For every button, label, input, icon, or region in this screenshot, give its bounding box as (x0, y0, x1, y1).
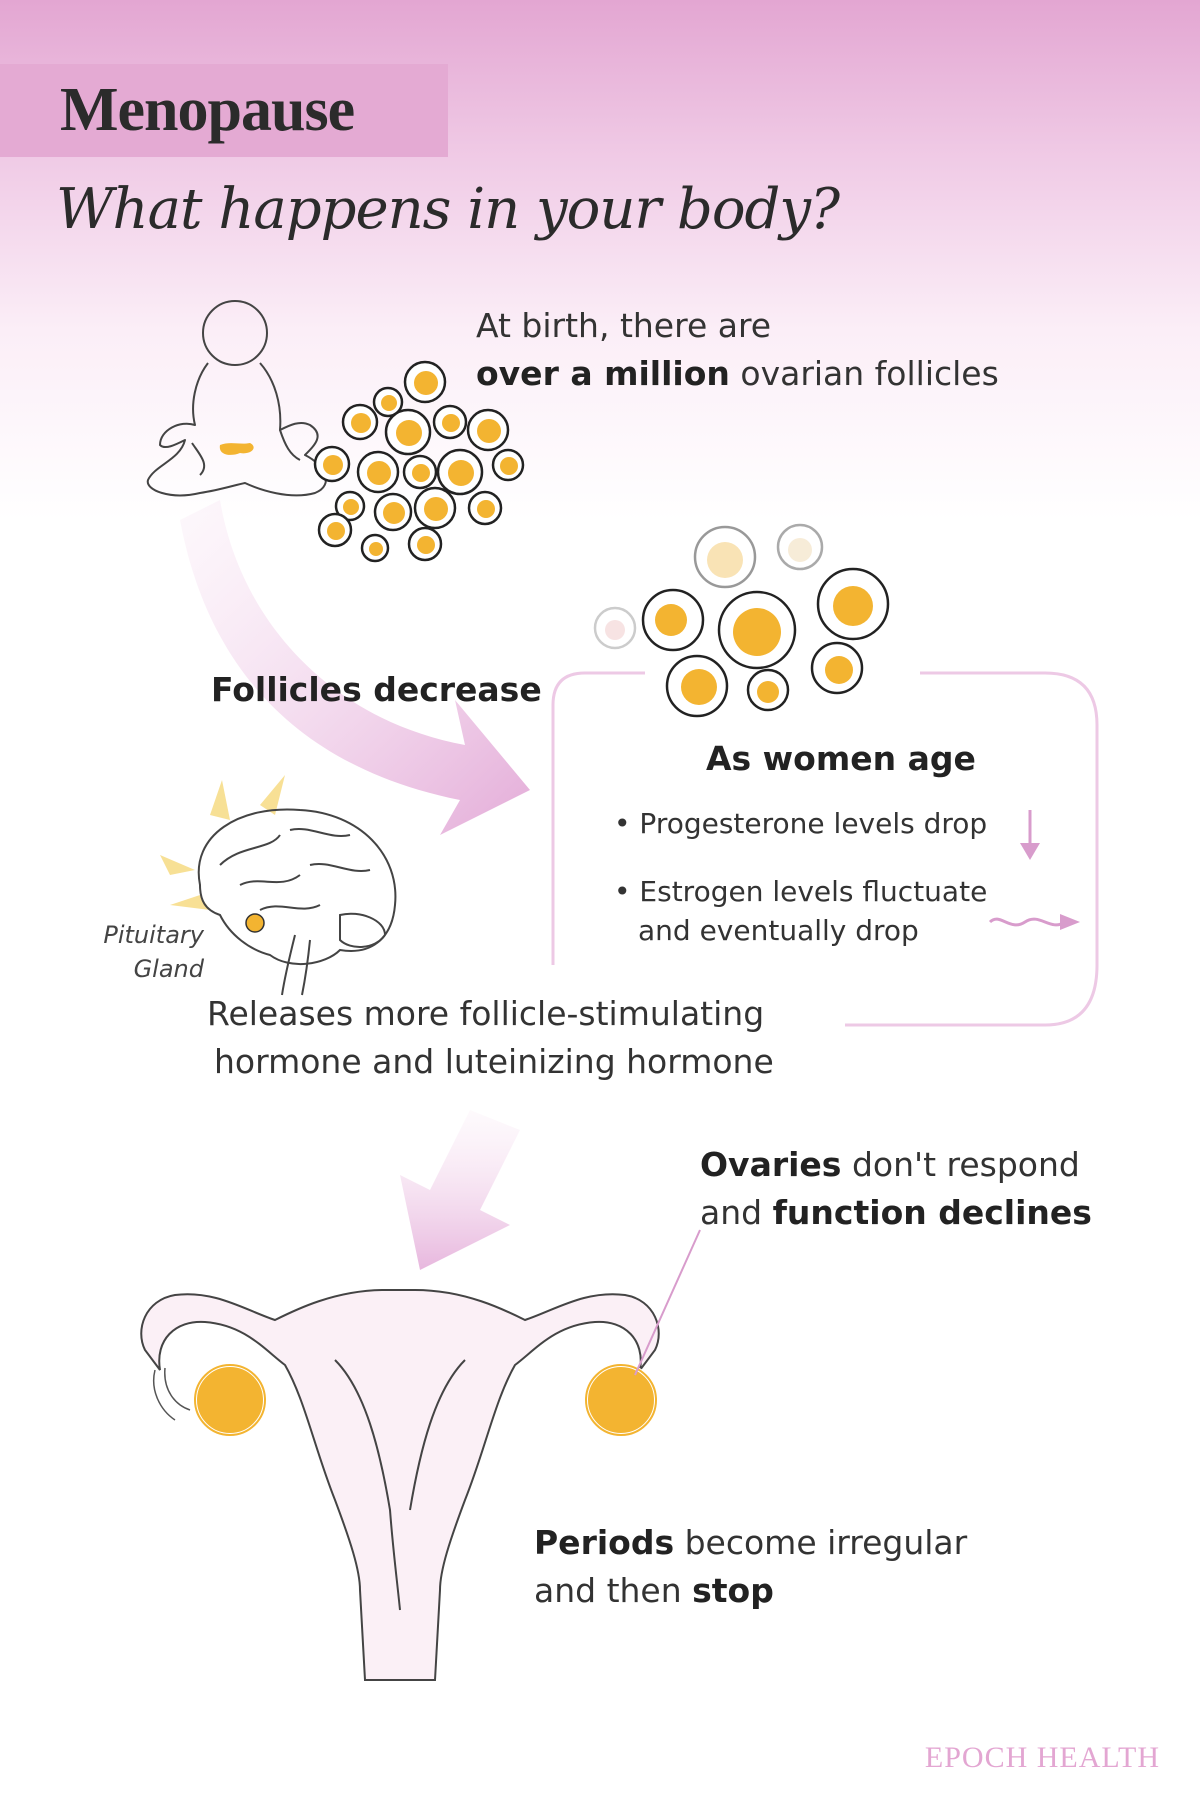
pituitary-label-line1: Pituitary (103, 921, 204, 949)
bullet-estrogen-line2: and eventually drop (638, 914, 919, 947)
periods-rest-text: become irregular (674, 1523, 968, 1562)
bullet-progesterone: • Progesterone levels drop (614, 807, 988, 840)
bullet-estrogen-line1: • Estrogen levels fluctuate (614, 875, 988, 908)
brain-icon (160, 775, 397, 996)
release-text-line1: Releases more follicle-stimulating (207, 994, 765, 1033)
uterus-icon (140, 1229, 701, 1681)
aging-box-outline (551, 671, 1099, 1027)
periods-text-line2: and then stop (534, 1567, 774, 1615)
follicles-decrease-label: Follicles decrease (211, 670, 542, 709)
periods-text-line1: Periods become irregular (534, 1519, 967, 1567)
page-title: Menopause (60, 76, 355, 144)
ovaries-text-line2: and function declines (700, 1189, 1092, 1237)
wavy-arrow-icon (988, 914, 1080, 930)
ovaries-bold2-text: function declines (772, 1193, 1092, 1232)
baby-outline-icon (146, 300, 327, 497)
ovaries-text-line1: Ovaries don't respond (700, 1141, 1080, 1189)
periods-bold-text: Periods (534, 1523, 675, 1562)
page-subtitle: What happens in your body? (56, 177, 840, 242)
bullet-progesterone-text: Progesterone levels drop (639, 807, 988, 840)
bullet-estrogen-text1: Estrogen levels fluctuate (639, 875, 988, 908)
release-text-line2: hormone and luteinizing hormone (214, 1042, 774, 1081)
ovaries-bold-text: Ovaries (700, 1145, 842, 1184)
periods-line2-start: and then (534, 1571, 693, 1610)
birth-text-line2: over a million ovarian follicles (476, 350, 999, 398)
periods-bold2-text: stop (692, 1571, 774, 1610)
fewer-follicles-icon (593, 523, 890, 718)
birth-rest-text: ovarian follicles (729, 354, 999, 393)
follicle-cluster-icon (313, 360, 525, 563)
aging-heading: As women age (706, 739, 976, 778)
ovaries-rest-text: don't respond (841, 1145, 1080, 1184)
title-band (0, 64, 448, 157)
birth-bold-text: over a million (476, 354, 730, 393)
pituitary-label-line2: Gland (133, 955, 204, 983)
ovaries-line2-start: and (700, 1193, 773, 1232)
brand-logo: EPOCH HEALTH (924, 1741, 1160, 1774)
down-arrow-icon (1020, 810, 1040, 860)
birth-text-line1: At birth, there are (476, 306, 772, 345)
